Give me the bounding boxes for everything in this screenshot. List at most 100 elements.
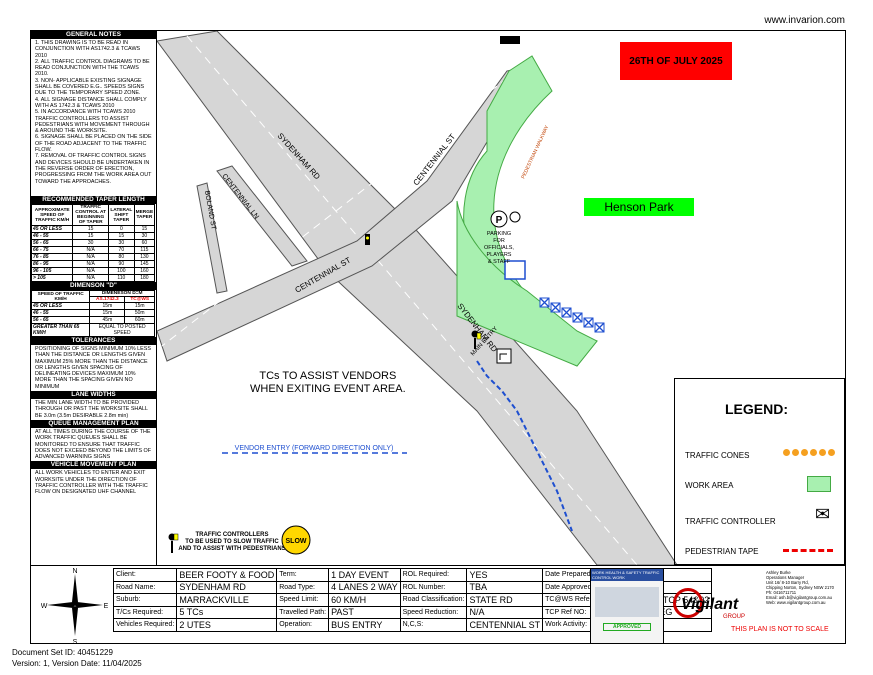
drawing-frame	[30, 30, 846, 644]
slow-sign-label: SLOW	[286, 538, 307, 545]
info-value: STATE RD	[466, 593, 544, 607]
legend-tape-label: PEDESTRIAN TAPE	[685, 547, 759, 556]
website-url[interactable]: www.invarion.com	[764, 15, 845, 26]
traffic-controller-icon: ✉	[815, 504, 831, 524]
info-label: ROL Required:	[399, 568, 468, 582]
info-label: Road Type:	[276, 580, 330, 594]
dimension-head-speed: SPEED OF TRAFFIC KM/H	[31, 290, 91, 303]
info-label: Client:	[112, 568, 178, 582]
traffic-controller-marker-map	[471, 330, 482, 349]
table-cell: 45 OR LESS	[31, 225, 74, 233]
info-label: Suburb:	[112, 593, 178, 607]
table-cell: 90	[107, 260, 135, 268]
notice-line-2: WHEN EXITING EVENT AREA.	[250, 383, 406, 395]
queue-title: QUEUE MANAGEMENT PLAN	[31, 419, 156, 428]
cones-icon	[783, 449, 835, 456]
table-cell: 86 - 95	[31, 260, 74, 268]
table-cell: 30	[133, 232, 156, 240]
henson-park-label: Henson Park	[584, 198, 694, 216]
info-label: Vehicles Required:	[112, 618, 178, 632]
table-cell: 110	[107, 274, 135, 282]
taper-head: MERGE TAPER	[133, 204, 156, 226]
info-value: 4 LANES 2 WAY	[328, 580, 401, 594]
parking-label-line: OFFICIALS,	[484, 245, 514, 251]
legend-title: LEGEND:	[725, 401, 788, 417]
date-badge: 26TH OF JULY 2025	[620, 42, 732, 80]
turn-sign-icon	[496, 348, 512, 364]
parking-label-line: FOR	[493, 238, 505, 244]
info-value: TBA	[466, 580, 544, 594]
table-cell: N/A	[72, 246, 109, 254]
table-cell: 15	[72, 225, 109, 233]
vendor-route	[476, 360, 573, 532]
parking-label-line: & STAFF	[488, 259, 511, 265]
parking-bay	[539, 297, 550, 308]
tc-note-line-3: AND TO ASSIST WITH PEDESTRIANS	[178, 546, 285, 552]
table-cell: > 105	[31, 274, 74, 282]
parking-bay	[561, 307, 572, 318]
contact-line: Email: ash.b@vigilantgroup.com.au	[766, 595, 832, 600]
info-value: 1 DAY EVENT	[328, 568, 401, 582]
sydenham-road	[157, 31, 678, 565]
legend-tc-label: TRAFFIC CONTROLLER	[685, 517, 776, 526]
table-cell: 15	[133, 225, 156, 233]
site-map: P SYDENHAM RD SYDENHAM RD CENTENNIAL ST …	[157, 31, 845, 565]
card-title: WORK HEALTH & SAFETY TRAFFIC CONTROL WOR…	[591, 569, 663, 581]
vehicle-plan-text: ALL WORK VEHICLES TO ENTER AND EXIT WORK…	[35, 470, 148, 496]
table-cell: 45 OR LESS	[31, 302, 91, 310]
parking-bay	[594, 322, 605, 333]
info-value: 2 UTES	[176, 618, 278, 632]
taper-head: APPROXIMATE SPEED OF TRAFFIC KM/H	[31, 204, 74, 226]
taper-head: TRAFFIC CONTROL AT BEGINNING OF TAPER	[72, 204, 109, 226]
compass-w: W	[41, 603, 48, 610]
contact-line: Ashley Burke	[766, 570, 791, 575]
table-cell: 96 - 105	[31, 267, 74, 275]
approval-card: WORK HEALTH & SAFETY TRAFFIC CONTROL WOR…	[590, 568, 664, 644]
info-label: Road Name:	[112, 580, 178, 594]
table-cell: 56 - 65	[31, 239, 74, 247]
general-notes-title: GENERAL NOTES	[31, 31, 156, 39]
table-cell: 145	[133, 260, 156, 268]
parking-bay	[583, 317, 594, 328]
info-label: Speed Limit:	[276, 593, 330, 607]
table-cell: 46 - 55	[31, 309, 91, 317]
work-area-swatch	[807, 476, 831, 492]
table-cell: 30	[72, 239, 109, 247]
tc-note-line-1: TRAFFIC CONTROLLERS	[196, 532, 269, 538]
info-value: 5 TCs	[176, 605, 278, 619]
svg-text:P: P	[496, 215, 503, 226]
slow-sign-icon	[281, 525, 311, 555]
parking-sign-icon	[490, 210, 508, 228]
info-label: N,C,S:	[399, 618, 468, 632]
company-name: Vigilant	[681, 596, 739, 613]
company-logo-icon	[673, 588, 703, 618]
boland-street	[196, 182, 228, 294]
info-label: T/Cs Required:	[112, 605, 178, 619]
approved-stamp: APPROVED	[603, 623, 651, 631]
table-cell: EQUAL TO POSTED SPEED	[89, 323, 155, 337]
contact-line: Unit 16/ 8-10 Barry Rd,	[766, 580, 809, 585]
tolerances-text: POSITIONING OF SIGNS MINIMUM 10% LESS TH…	[35, 346, 151, 390]
table-cell: N/A	[72, 274, 109, 282]
table-cell: N/A	[72, 267, 109, 275]
tc-note-line-2: TO BE USED TO SLOW TRAFFIC	[185, 539, 279, 545]
taper-head: LATERAL SHIFT TAPER	[107, 204, 135, 226]
parking-area	[456, 200, 598, 367]
info-value: YES	[466, 568, 544, 582]
card-image	[595, 587, 659, 617]
table-cell: GREATER THAN 65 KM/H	[31, 323, 91, 337]
table-cell: N/A	[72, 260, 109, 268]
taper-title: RECOMMENDED TAPER LENGTH	[31, 196, 156, 204]
company-group: GROUP	[723, 614, 746, 620]
tolerances-title: TOLERANCES	[31, 337, 156, 345]
